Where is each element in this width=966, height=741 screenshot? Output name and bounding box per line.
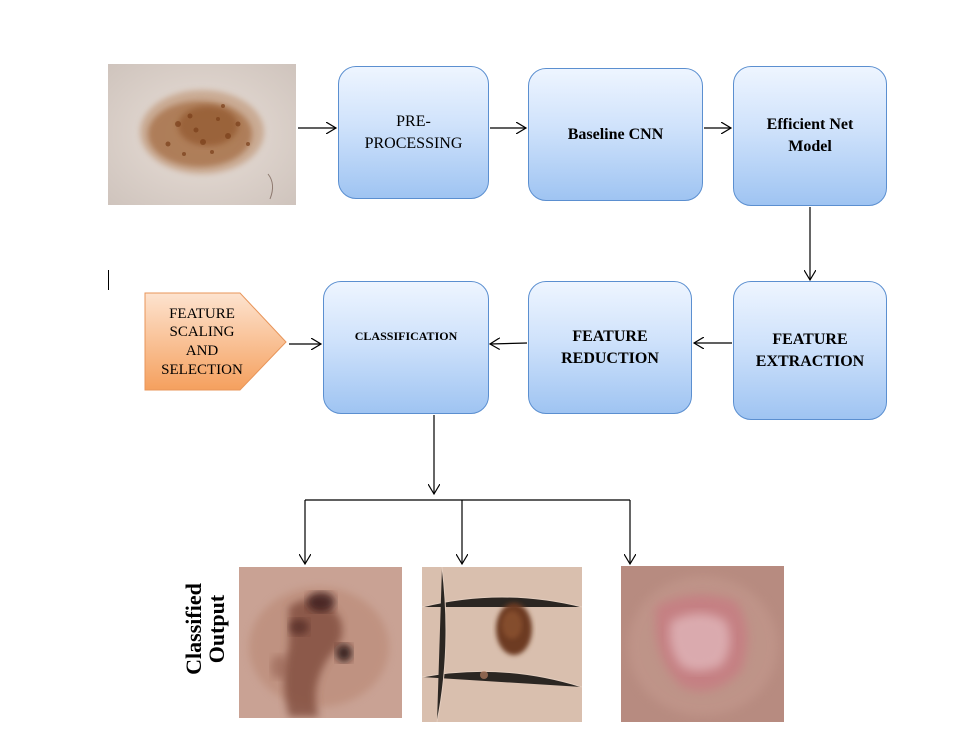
- feature-scaling-shape: [144, 292, 287, 391]
- efficientnet-box: Efficient Net Model: [733, 66, 887, 206]
- feature-extraction-label: FEATURE EXTRACTION: [755, 330, 865, 370]
- feature-reduction-label: FEATURE REDUCTION: [561, 327, 659, 367]
- output-image-1: [239, 567, 402, 718]
- feature-scaling-label: FEATURE SCALING AND SELECTION: [161, 305, 243, 378]
- input-lesion-image: [108, 64, 296, 205]
- preprocessing-box: PRE- PROCESSING: [338, 66, 489, 199]
- classification-box: CLASSIFICATION: [323, 281, 489, 414]
- output-image-2: [422, 567, 582, 722]
- preprocessing-label: PRE- PROCESSING: [364, 112, 463, 152]
- efficientnet-label: Efficient Net Model: [766, 116, 854, 155]
- feature-reduction-box: FEATURE REDUCTION: [528, 281, 692, 414]
- text-cursor: [108, 270, 109, 290]
- classification-label: CLASSIFICATION: [354, 329, 458, 343]
- output-image-3: [621, 566, 784, 722]
- arrow-reduction-to-classification: [490, 343, 528, 344]
- classified-output-label: Classified Output: [181, 583, 229, 675]
- feature-extraction-box: FEATURE EXTRACTION: [733, 281, 887, 420]
- baseline-cnn-box: Baseline CNN: [528, 68, 703, 201]
- baseline-cnn-label: Baseline CNN: [567, 125, 664, 143]
